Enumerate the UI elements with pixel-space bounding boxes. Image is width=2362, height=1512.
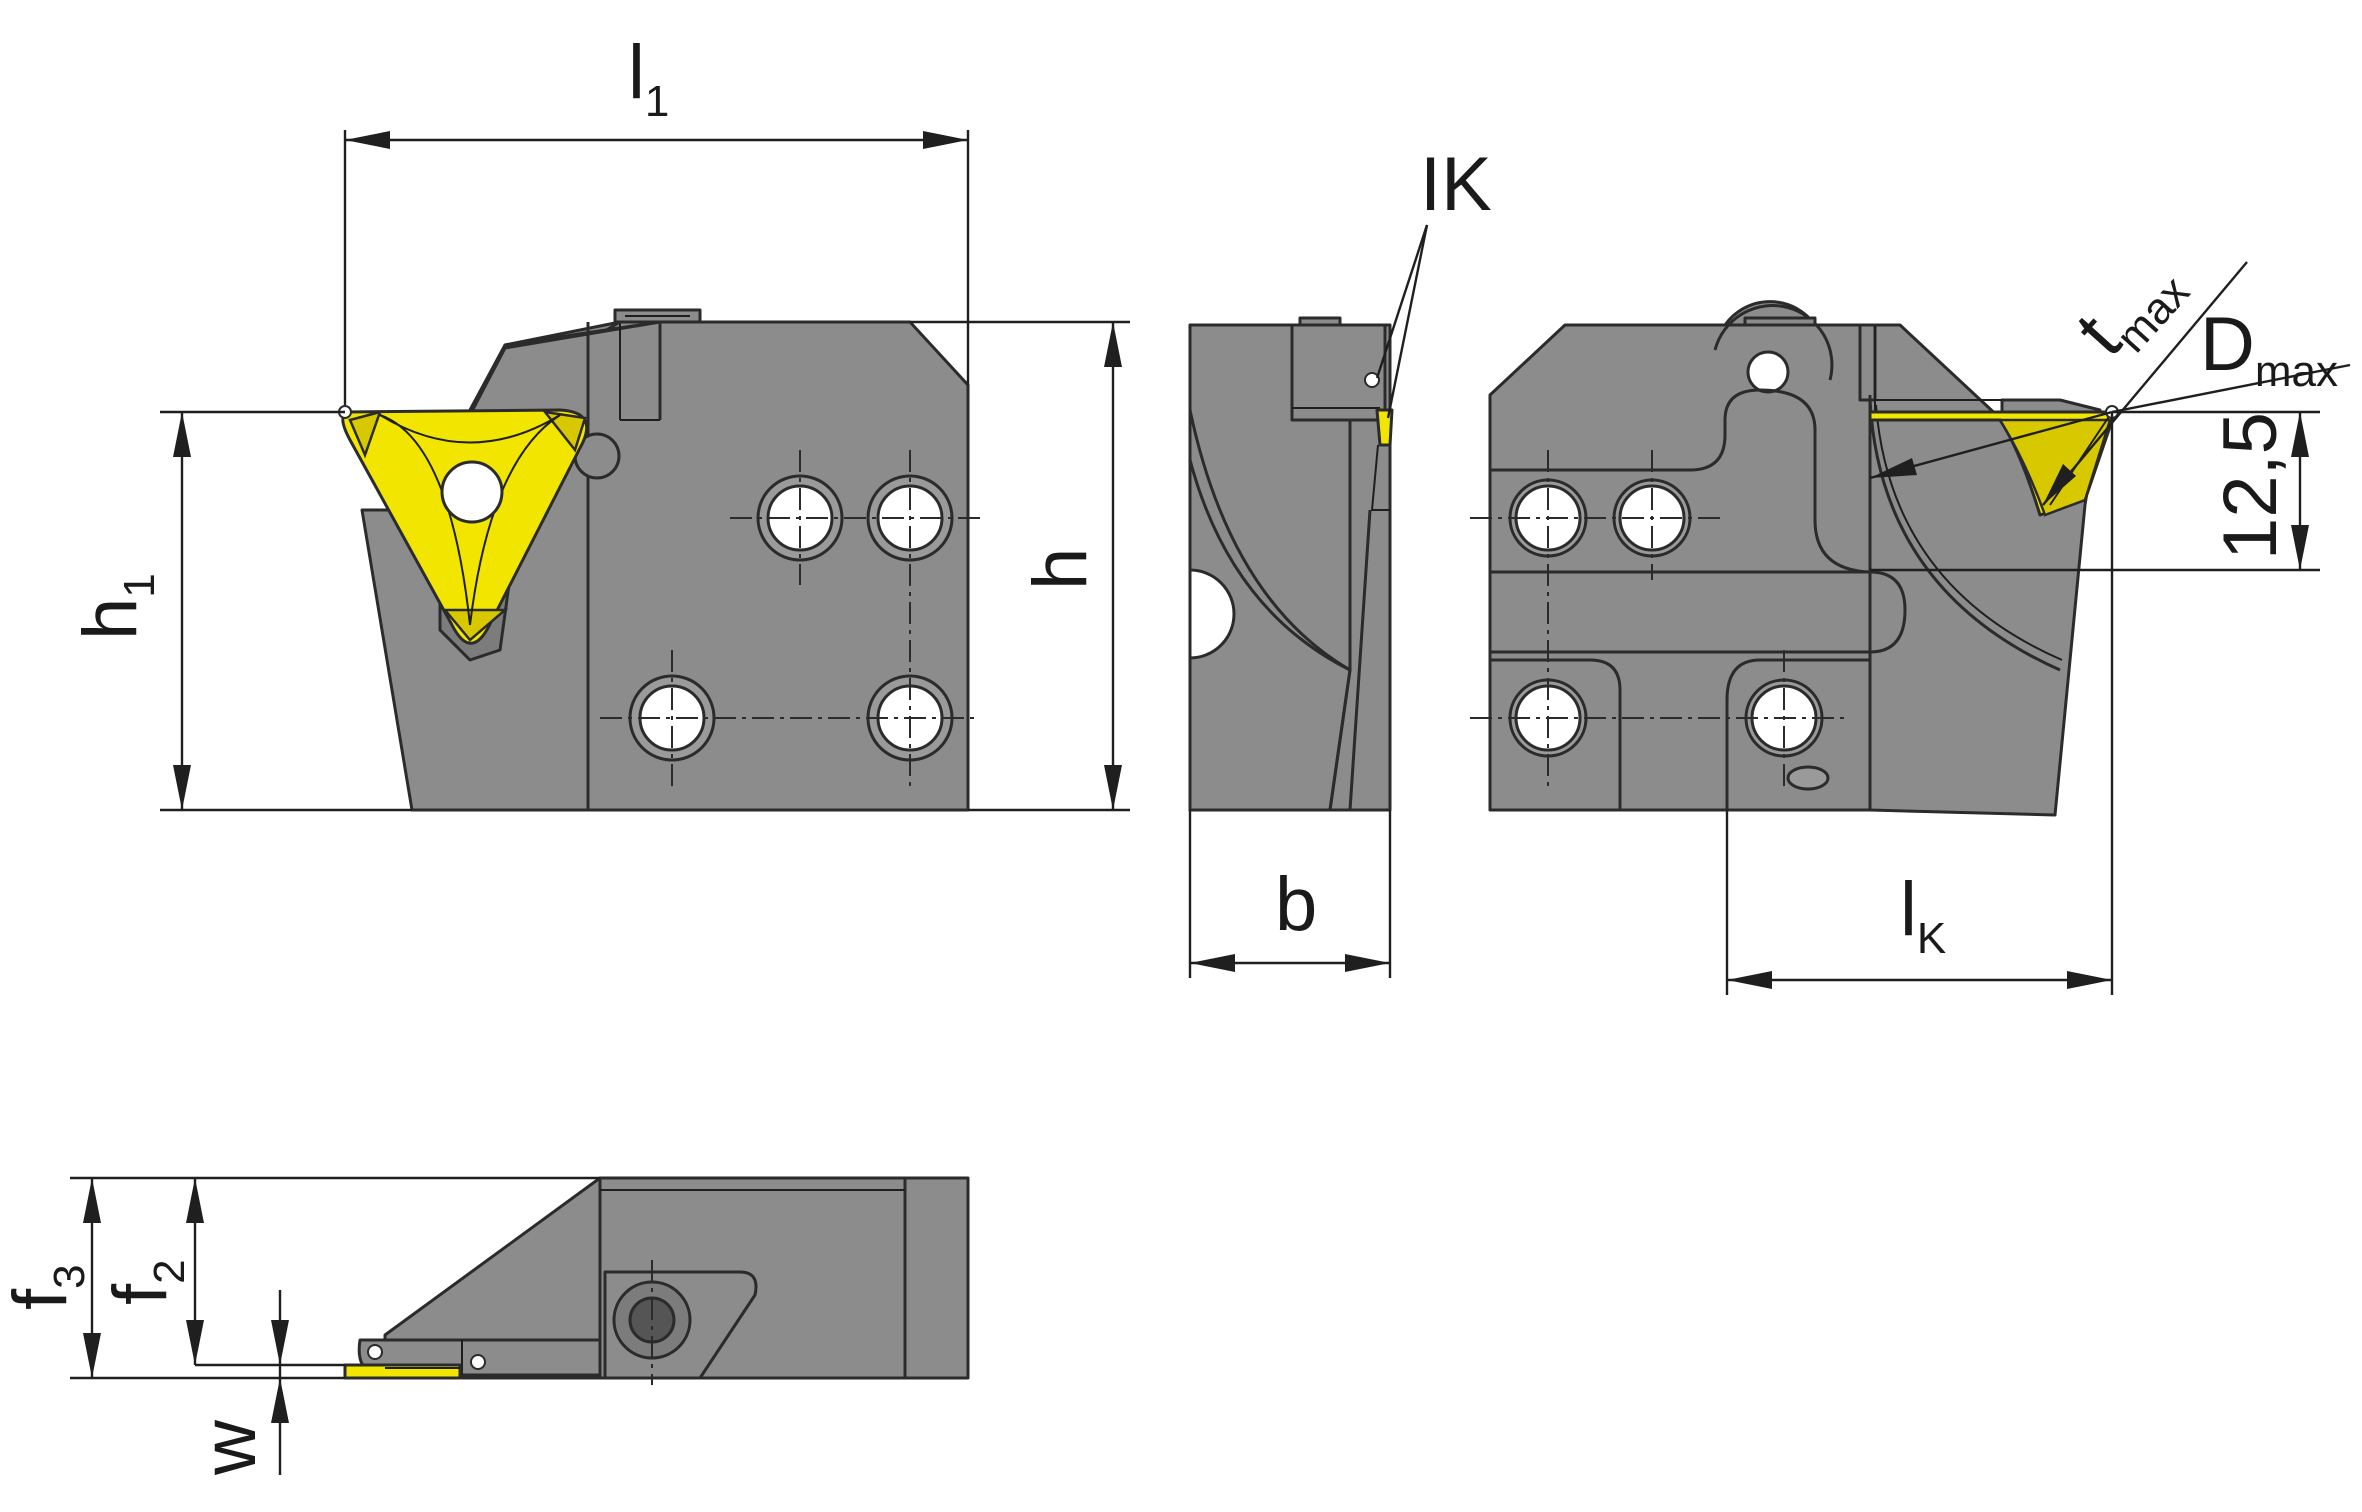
dim-f2-arrow-bottom [186,1320,204,1365]
dim-w-label: w [187,1419,272,1476]
dim-f3-label: f3 [0,1264,94,1310]
dim-h1-arrow-top [173,412,191,457]
dim-w-arrow-bottom [271,1378,289,1423]
dim-dmax-label: Dmax [2200,302,2338,396]
dim-b-arrow-right [1345,954,1390,972]
dim-tmax-arrow [2043,464,2076,505]
rear-view-upper-recess [1490,388,1871,574]
top-view: f3 f2 w [0,1176,970,1476]
side-view-top-screw [1298,316,1342,327]
ik-leader-2 [1386,224,1429,419]
ik-leader-1 [1375,224,1429,379]
dim-tmax-line [2042,261,2248,506]
dim-125-arrow-bottom [2291,525,2309,570]
dim-dmax-arrow [1870,458,1917,478]
rear-view-insert-face [1997,418,2112,517]
rear-view-coolant-hole [1786,765,1830,791]
front-view-insert-corner-bottom [442,608,509,642]
front-view-insert-hole [440,460,504,524]
dim-l1-label: l1 [628,30,669,126]
top-view-blade-pin [367,1344,383,1360]
dim-dmax-leader [2111,363,2351,414]
side-view-insert-seat [1370,444,1390,511]
dim-h-arrow-top [1104,322,1122,367]
side-view: IK b [1188,142,1492,978]
front-view: l1 h1 h [68,30,1130,812]
dim-tmax-label: tmax [2059,237,2199,377]
front-view-insert-corner-right [542,410,587,453]
dim-125-label: 12,5 [2208,412,2293,560]
dim-h-label: h [1018,548,1103,590]
dim-l1-arrow-right [923,131,968,149]
rear-view-clamp [1858,323,1877,402]
dim-lk-arrow-left [1727,971,1772,989]
dim-b-arrow-left [1190,954,1235,972]
dim-f2-arrow-top [186,1178,204,1223]
dim-125-arrow-top [2291,412,2309,457]
rear-view-knuckle-outline [1713,304,1834,381]
side-view-curve [1188,459,1351,672]
rear-view: Dmax tmax 12,5 lK [1470,237,2351,995]
dim-h1-label: h1 [68,573,164,640]
side-view-body [1188,323,1392,812]
dim-h-arrow-bottom [1104,765,1122,810]
rear-view-arc-2 [1875,404,2063,661]
dim-lk-label: lK [1900,867,1946,963]
rear-view-lower-recess-2 [1725,658,1870,810]
side-view-insert [1375,408,1394,447]
rear-view-arc-1 [1868,399,2061,672]
front-view-insert-facet-3 [379,414,561,444]
dim-l1-arrow-left [345,131,390,149]
rear-view-knuckle-hole [1746,350,1790,394]
top-view-insert [343,1363,462,1380]
dim-b-label: b [1275,862,1317,947]
dim-h1-arrow-bottom [173,765,191,810]
dim-w-arrow-top [271,1320,289,1365]
rear-view-middle-slot [1490,570,1907,654]
side-view-blade-edge [1348,509,1372,811]
dim-f3-arrow-top [83,1178,101,1223]
rear-view-lower-recess [1490,658,1622,810]
ik-label: IK [1420,142,1492,227]
side-view-screw-point [1364,372,1380,388]
front-view-insert-corner-left [348,410,382,459]
dim-f2-label: f2 [98,1259,194,1305]
side-view-lower-edge [1328,669,1352,811]
dim-f3-arrow-bottom [83,1333,101,1378]
dim-lk-arrow-right [2067,971,2112,989]
top-view-blade-pin-2 [470,1354,486,1370]
rear-view-top-screw [1743,316,1817,327]
